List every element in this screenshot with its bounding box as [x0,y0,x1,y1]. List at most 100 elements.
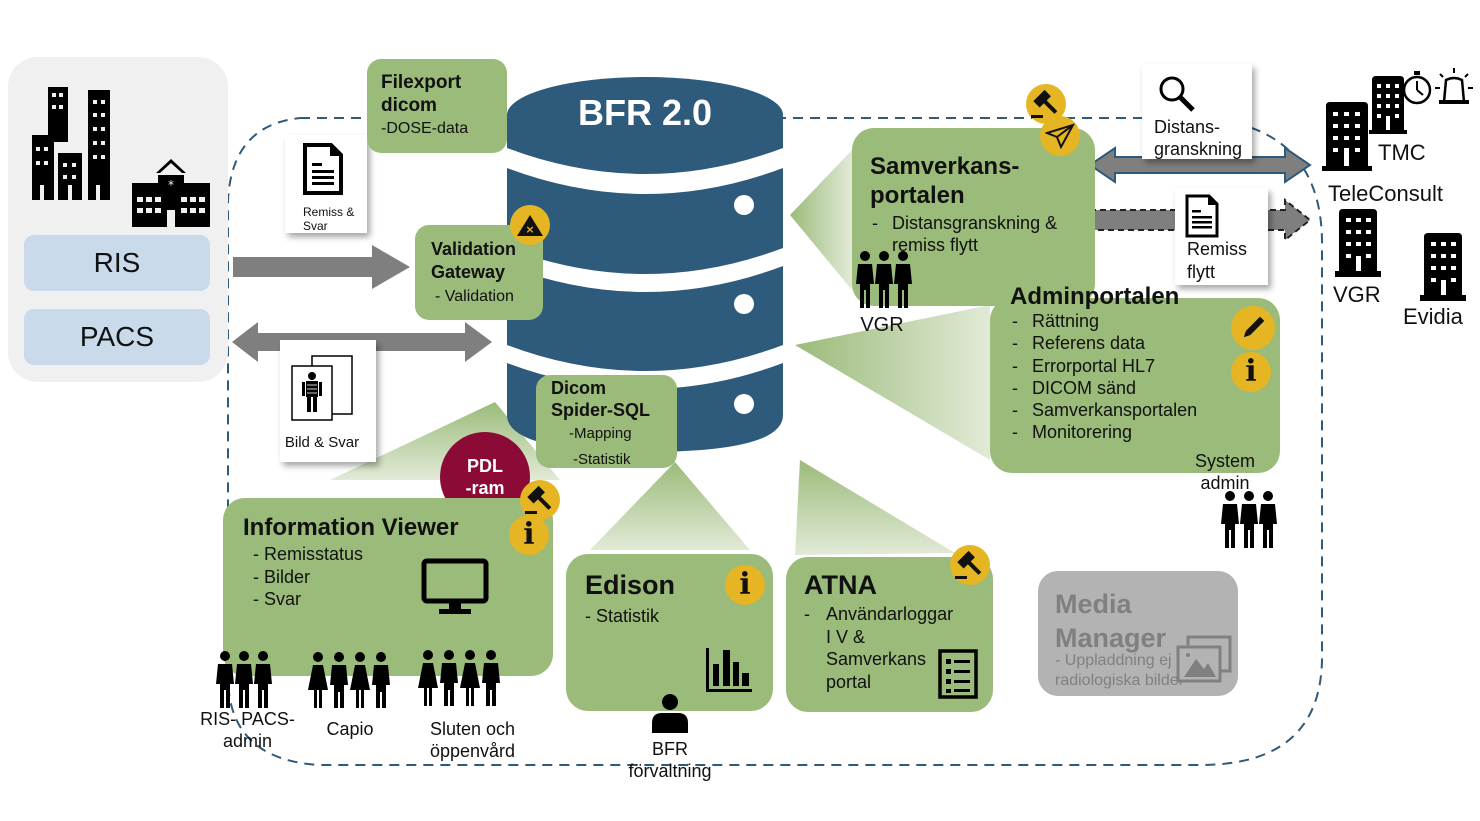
admin-item: Monitorering [1010,421,1197,444]
list-document-icon [938,649,978,699]
stopwatch-icon [1402,71,1432,105]
system-boundary [227,117,1323,766]
sluten-label-2: öppenvård [429,741,516,761]
remiss-flytt-card: Remiss flytt [1175,188,1268,285]
images-icon [1176,635,1232,683]
remiss-svar-label-1: Remiss & [303,205,355,219]
svg-text:×: × [525,223,534,236]
city-buildings-icon [32,87,110,200]
vgr-users-icon [856,251,912,308]
ris-system[interactable]: RIS [24,235,210,291]
magnifier-icon [1159,76,1195,112]
admin-item: Referens data [1010,332,1197,355]
samverkan-item: Distansgranskning &remiss flytt [870,212,1090,256]
admin-edit-badge[interactable] [1231,306,1275,350]
paper-plane-icon [1045,123,1075,149]
remiss-flytt-label-1: Remiss [1187,239,1248,259]
ris-label: RIS [93,247,141,278]
atna-box[interactable]: ATNA - Användarloggar I V & Samverkans p… [786,557,993,712]
svg-text:*: * [168,178,174,192]
media-title-2: Manager [1055,623,1167,653]
infoviewer-gavel-badge [520,480,560,520]
info-icon: i [523,517,535,552]
infoviewer-info-badge[interactable]: i [509,515,549,555]
vgr-external-label: VGR [1333,282,1381,307]
bild-svar-card: Bild & Svar [280,340,376,462]
filexport-item: -DOSE-data [381,120,469,137]
infoviewer-item: - Bilder [253,566,311,587]
bfr-forvaltning-user-icon [652,694,688,733]
pacs-label: PACS [79,321,155,352]
samverkan-title-2: portalen [870,182,965,209]
source-systems-panel: * RIS PACS [8,57,228,382]
samverkan-send-badge [1040,116,1080,156]
cone-edison [590,462,750,550]
distansgranskning-card: Distans- granskning [1142,64,1252,159]
distans-label-2: granskning [1154,139,1243,159]
admin-item: DICOM sänd [1010,377,1197,400]
evidia-label: Evidia [1403,304,1463,329]
admin-info-badge[interactable]: i [1231,352,1271,392]
capio-users-icon [308,652,390,708]
system-admin-label-2: admin [1200,473,1250,493]
ris-pacs-admin-label-2: admin [222,731,273,751]
bild-svar-label: Bild & Svar [284,434,360,451]
infoviewer-item: - Svar [253,589,302,609]
monitor-icon [421,558,489,614]
adminportalen-list: Rättning Referens data Errorportal HL7 D… [1010,310,1197,444]
atna-item-line: Användarloggar [826,604,954,624]
edison-item: - Statistik [585,606,660,626]
sluten-label-1: Sluten och [429,719,516,739]
dicom-spider-sql-box[interactable]: Dicom Spider-SQL -Mapping -Statistik [536,375,677,468]
external-buildings-icon [1322,68,1473,171]
document-icon [1185,194,1219,238]
dicom-title-1: Dicom [551,378,607,398]
edison-info-badge[interactable]: i [725,565,765,605]
xray-images-icon [291,355,353,421]
information-viewer-box[interactable]: Information Viewer - Remisstatus - Bilde… [223,498,553,676]
samverkan-title-1: Samverkans- [870,153,1020,180]
vgr-building-icon [1335,209,1381,277]
edison-box[interactable]: Edison - Statistik [566,554,773,711]
admin-item: Samverkansportalen [1010,399,1197,422]
validation-title-2: Gateway [431,262,506,282]
cone-admin [795,305,990,460]
distans-label-1: Distans- [1154,117,1221,137]
media-title-1: Media [1055,589,1132,619]
validation-title-1: Validation [431,239,517,259]
dicom-title-2: Spider-SQL [551,400,651,420]
atna-title: ATNA [804,570,877,600]
atna-item-line: portal [826,671,872,692]
admin-item: Errorportal HL7 [1010,355,1197,378]
samverkansportalen-box[interactable]: Samverkans- portalen Distansgranskning &… [852,128,1095,306]
infoviewer-item: - Remisstatus [253,544,364,564]
info-icon: i [739,567,751,602]
teleconsult-label: TeleConsult [1328,181,1443,206]
pencil-icon [1243,316,1265,338]
ris-pacs-admin-users-icon [216,651,272,708]
document-icon [303,143,343,195]
filexport-dicom-box[interactable]: Filexport dicom -DOSE-data [367,59,507,153]
dicom-item-mapping: -Mapping [569,425,632,442]
evidia-building-icon [1420,233,1466,301]
bfr-forvaltning-label-2: förvaltning [628,761,712,781]
remiss-flytt-label-2: flytt [1187,262,1216,282]
arrow-distansgranskning-bidirectional [1088,146,1312,184]
gavel-icon [955,550,982,579]
bfr-forvaltning-label-1: BFR [652,739,688,759]
tmc-label: TMC [1378,140,1426,165]
pacs-system[interactable]: PACS [24,309,210,365]
alarm-light-icon [1435,68,1473,104]
ris-pacs-admin-label-1: RIS- PACS- [200,709,295,729]
media-manager-box[interactable]: Media Manager - Uppladdning ej radiologi… [1038,571,1238,696]
vgr-users-label: VGR [860,314,904,336]
atna-item-line: I V & [826,626,866,647]
edison-title: Edison [585,570,676,600]
media-item-1: - Uppladdning ej [1055,652,1172,669]
dicom-item-statistik: -Statistik [573,451,631,468]
bar-chart-icon [706,648,752,692]
filexport-title-1: Filexport [381,72,462,93]
system-admin-users-icon [1221,491,1277,548]
gavel-icon [1031,89,1058,118]
admin-item: Rättning [1010,310,1197,333]
